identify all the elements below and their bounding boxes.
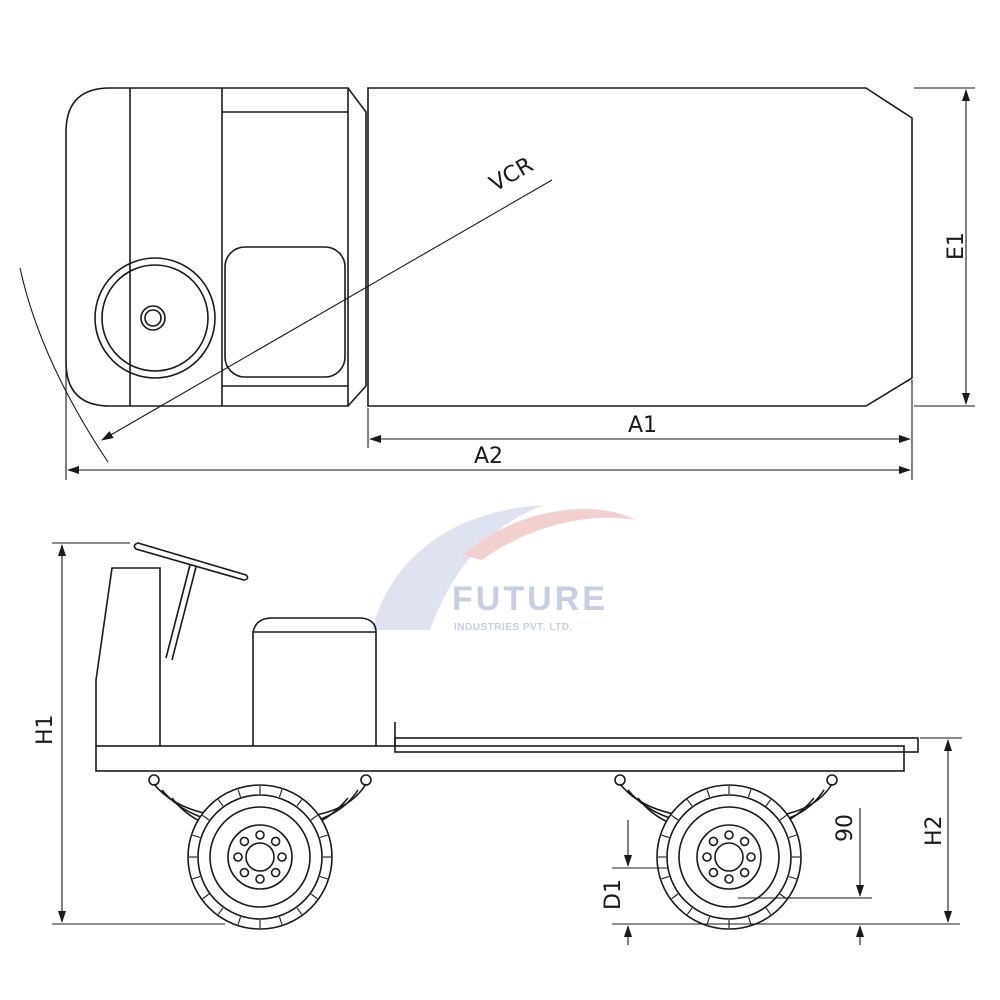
lug-nut bbox=[270, 836, 281, 847]
a1-label: A1 bbox=[628, 413, 657, 438]
watermark-company-name: FUTURE bbox=[452, 580, 608, 618]
a2-label: A2 bbox=[474, 444, 503, 469]
tread-block bbox=[192, 834, 201, 839]
tread-block bbox=[202, 814, 210, 821]
tread-block bbox=[671, 814, 679, 821]
clearance-label: 90 bbox=[833, 814, 858, 842]
steering-hub-inner bbox=[144, 309, 162, 327]
steering-column-left bbox=[165, 564, 191, 659]
front-wheel bbox=[187, 784, 333, 930]
lug-nut bbox=[724, 874, 734, 884]
rear-tread-blocks bbox=[658, 786, 800, 928]
tread-block bbox=[217, 907, 224, 915]
rear-wheel bbox=[656, 784, 802, 930]
seat-side-view bbox=[252, 617, 377, 746]
front-tread-blocks bbox=[189, 786, 331, 928]
tread-block bbox=[278, 789, 283, 798]
rear-lug-nuts bbox=[702, 830, 756, 884]
tread-block bbox=[661, 834, 670, 839]
tread-block bbox=[310, 893, 318, 900]
rear-rim bbox=[678, 806, 780, 908]
front-hub-center bbox=[245, 842, 275, 872]
front-lug-nuts bbox=[233, 830, 287, 884]
lug-nut bbox=[239, 867, 250, 878]
steering-wheel-inner bbox=[101, 264, 209, 372]
h1-label: H1 bbox=[33, 714, 58, 745]
front-tyre-outer bbox=[187, 784, 333, 930]
lug-nut bbox=[739, 867, 750, 878]
lug-nut bbox=[270, 867, 281, 878]
watermark-subtitle: INDUSTRIES PVT. LTD. bbox=[454, 622, 573, 633]
rear-tyre-tread-ring bbox=[666, 794, 792, 920]
watermark-swoosh-red bbox=[462, 509, 635, 560]
tread-block bbox=[237, 916, 242, 925]
tread-block bbox=[296, 907, 303, 915]
deck-outline bbox=[367, 87, 913, 407]
tread-block bbox=[788, 875, 797, 880]
tread-block bbox=[706, 789, 711, 798]
spring-shackle-front-right bbox=[360, 774, 372, 786]
tread-block bbox=[747, 789, 752, 798]
steering-hub-outer bbox=[140, 305, 166, 331]
tread-block bbox=[706, 916, 711, 925]
front-rim bbox=[209, 806, 311, 908]
front-console bbox=[95, 567, 161, 746]
lug-nut bbox=[702, 852, 712, 862]
tread-block bbox=[278, 916, 283, 925]
spring-shackle-rear-right bbox=[826, 774, 838, 786]
tread-block bbox=[671, 893, 679, 900]
lug-nut bbox=[255, 830, 265, 840]
tread-block bbox=[747, 916, 752, 925]
company-watermark: FUTURE INDUSTRIES PVT. LTD. bbox=[372, 505, 635, 633]
turning-radius-arc bbox=[19, 267, 109, 463]
tread-block bbox=[319, 875, 328, 880]
tread-block bbox=[779, 814, 787, 821]
tread-block bbox=[217, 799, 224, 807]
vcr-leader-line bbox=[101, 179, 553, 441]
seat-top-view bbox=[224, 246, 346, 378]
spring-shackle-front-left bbox=[148, 774, 160, 786]
tread-block bbox=[765, 907, 772, 915]
tread-block bbox=[310, 814, 318, 821]
front-tyre-tread-ring bbox=[197, 794, 323, 920]
tread-block bbox=[319, 834, 328, 839]
tread-block bbox=[202, 893, 210, 900]
lug-nut bbox=[708, 836, 719, 847]
d1-label: D1 bbox=[601, 879, 626, 910]
lug-nut bbox=[708, 867, 719, 878]
rear-hub-outer bbox=[696, 824, 762, 890]
lug-nut bbox=[277, 852, 287, 862]
lug-nut bbox=[233, 852, 243, 862]
steering-column-right bbox=[171, 566, 197, 661]
tread-block bbox=[237, 789, 242, 798]
tread-block bbox=[788, 834, 797, 839]
lug-nut bbox=[746, 852, 756, 862]
steering-wheel-outer bbox=[94, 257, 216, 379]
tread-block bbox=[192, 875, 201, 880]
watermark-swoosh-blue bbox=[372, 505, 545, 630]
h2-label: H2 bbox=[922, 815, 947, 846]
tread-block bbox=[296, 799, 303, 807]
top-view: VCR E1 A1 A2 bbox=[19, 87, 975, 480]
deck-plate bbox=[394, 737, 919, 753]
chassis-frame bbox=[95, 745, 905, 772]
front-hub-outer bbox=[227, 824, 293, 890]
tread-block bbox=[686, 907, 693, 915]
lug-nut bbox=[255, 874, 265, 884]
tread-block bbox=[686, 799, 693, 807]
rear-tyre-outer bbox=[656, 784, 802, 930]
spring-shackle-rear-left bbox=[614, 774, 626, 786]
lug-nut bbox=[724, 830, 734, 840]
tread-block bbox=[661, 875, 670, 880]
steering-wheel-side bbox=[133, 542, 249, 581]
side-view: H1 H2 90 D1 bbox=[33, 542, 962, 945]
rear-hub-center bbox=[714, 842, 744, 872]
vcr-label: VCR bbox=[486, 153, 538, 198]
lug-nut bbox=[739, 836, 750, 847]
tread-block bbox=[765, 799, 772, 807]
e1-label: E1 bbox=[944, 232, 969, 260]
lug-nut bbox=[239, 836, 250, 847]
